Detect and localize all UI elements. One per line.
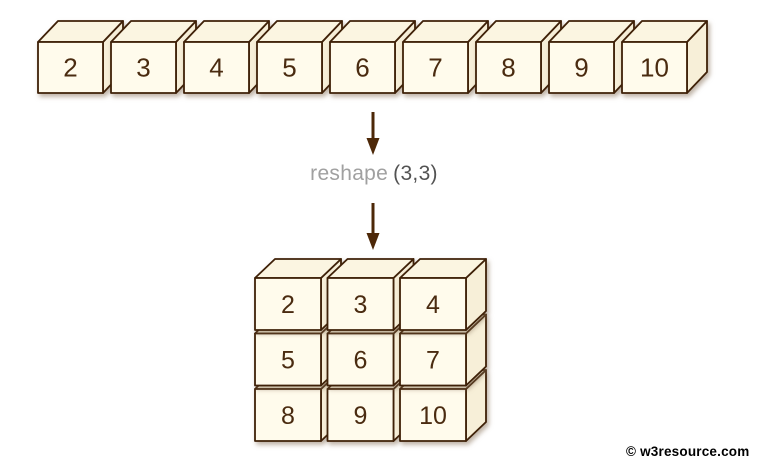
cube-value: 9 (354, 402, 368, 430)
cube-value: 2 (63, 53, 77, 83)
cube-front-face (254, 277, 322, 331)
down-arrow-icon (366, 203, 380, 250)
cube-value: 4 (209, 53, 223, 83)
cube-front-face (475, 41, 542, 94)
cube-value: 7 (426, 346, 440, 374)
reshape-arguments: (3,3) (393, 162, 438, 185)
cube-front-face (326, 277, 395, 331)
cube-front-face (326, 388, 395, 442)
cube-value: 9 (574, 53, 588, 83)
cube-front-face (402, 41, 469, 94)
cube-value: 3 (136, 53, 150, 83)
cube-value: 6 (354, 346, 368, 374)
cube-value: 10 (640, 53, 669, 83)
cube-front-face (110, 41, 177, 94)
array-cube: 2 (37, 20, 124, 94)
down-arrow-icon (366, 112, 380, 155)
cube-value: 4 (426, 291, 440, 319)
cube-value: 3 (354, 291, 368, 319)
array-cube: 10 (621, 20, 708, 94)
cube-value: 8 (281, 402, 295, 430)
cube-value: 5 (281, 346, 295, 374)
cube-front-face (329, 41, 396, 94)
watermark-text: © w3resource.com (626, 444, 750, 459)
reshape-function-name: reshape (310, 162, 389, 185)
cube-front-face (254, 388, 322, 442)
arrow-head (366, 233, 380, 250)
cube-front-face (399, 388, 467, 442)
cube-front-face (399, 332, 467, 387)
cube-front-face (256, 41, 323, 94)
reshape-operation-label: reshape(3,3) (310, 162, 438, 186)
array-cube: 2 (254, 258, 342, 331)
cube-value: 2 (281, 291, 295, 319)
cube-front-face (399, 277, 467, 331)
cube-value: 7 (428, 53, 442, 83)
cube-value: 8 (501, 53, 515, 83)
array-cube: 4 (399, 258, 487, 331)
array-cube: 9 (548, 20, 635, 94)
cube-front-face (254, 332, 322, 387)
cube-value: 10 (419, 402, 447, 430)
cube-front-face (621, 41, 688, 94)
cube-value: 6 (355, 53, 369, 83)
cube-front-face (183, 41, 250, 94)
cube-front-face (326, 332, 395, 387)
cube-front-face (548, 41, 615, 94)
cube-front-face (37, 41, 104, 94)
arrow-head (366, 138, 380, 155)
cube-value: 5 (282, 53, 296, 83)
